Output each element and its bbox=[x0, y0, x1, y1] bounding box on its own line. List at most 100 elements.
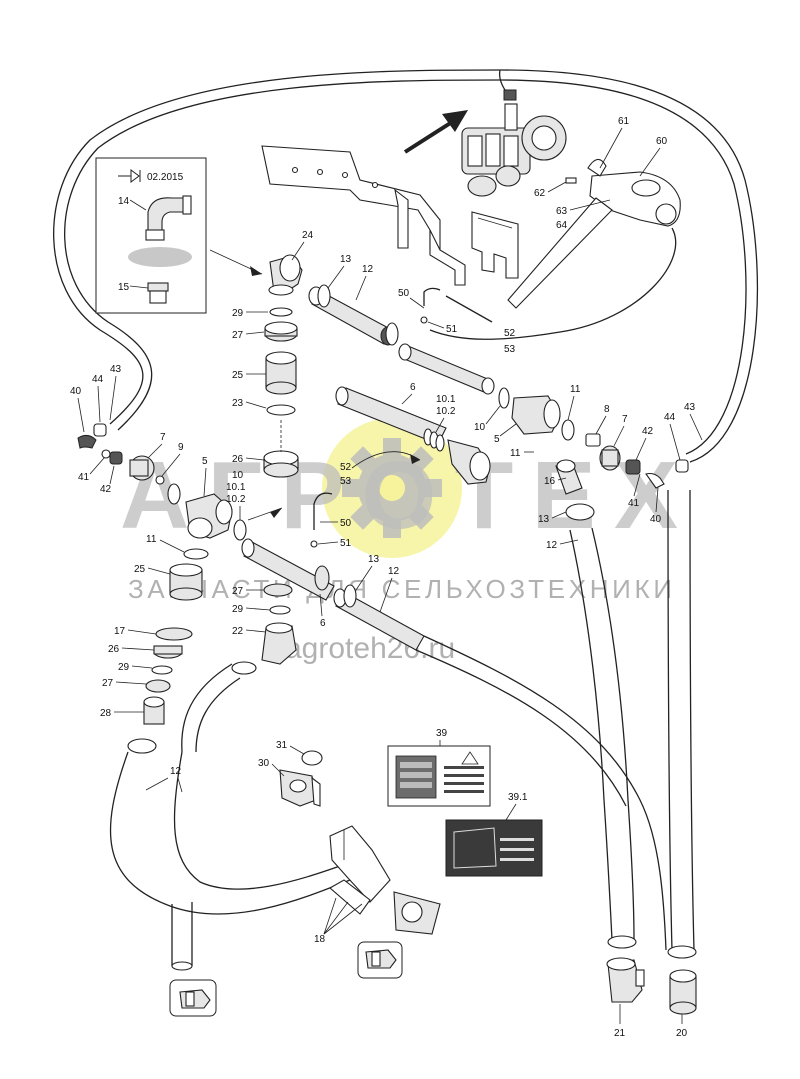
part-17-gasket bbox=[155, 627, 193, 641]
callout-6-upper: 6 bbox=[410, 382, 416, 393]
callout-10-right: 10 bbox=[474, 422, 486, 433]
callout-23: 23 bbox=[232, 398, 244, 409]
callout-29-lower: 29 bbox=[118, 662, 130, 673]
callout-29-mid: 29 bbox=[232, 604, 244, 615]
part-15-nipple bbox=[147, 282, 169, 304]
callout-22: 22 bbox=[232, 626, 244, 637]
callout-27-lower: 27 bbox=[102, 678, 114, 689]
callout-11-lower: 11 bbox=[146, 534, 157, 545]
part-29-oring-lower bbox=[151, 665, 173, 675]
callout-40-left: 40 bbox=[70, 386, 82, 397]
part-7-fitting-left bbox=[129, 455, 155, 481]
callout-51-lower: 51 bbox=[340, 538, 352, 549]
part-21-coupling bbox=[606, 957, 645, 1003]
callout-10-2-left: 10.2 bbox=[226, 494, 246, 505]
part-25-nipple bbox=[265, 351, 297, 395]
part-12-hose-left bbox=[109, 661, 351, 971]
callout-27-mid: 27 bbox=[232, 586, 244, 597]
callout-6-lower: 6 bbox=[320, 618, 326, 629]
part-10-orings bbox=[423, 428, 445, 452]
callout-9: 9 bbox=[178, 442, 184, 453]
callout-28: 28 bbox=[100, 708, 112, 719]
valve-holder-plate bbox=[471, 211, 519, 279]
callout-13-right: 13 bbox=[538, 514, 550, 525]
callout-42-right: 42 bbox=[642, 426, 654, 437]
callout-10-2-right: 10.2 bbox=[436, 406, 456, 417]
callout-31: 31 bbox=[276, 740, 288, 751]
part-41-oring-left bbox=[101, 449, 111, 459]
part-44-nut-left bbox=[93, 423, 107, 437]
part-13-clamp-upper bbox=[317, 284, 399, 346]
part-20-nipple bbox=[669, 969, 697, 1015]
watermark: АГРОТЕХ ЗАПЧАСТИ ДЛЯ СЕЛЬХОЗТЕХНИКИ agro… bbox=[120, 418, 678, 665]
part-50-pipe-lower bbox=[310, 492, 333, 548]
callout-15: 15 bbox=[118, 282, 130, 293]
part-42-fitting-left bbox=[109, 451, 123, 465]
callout-12-right: 12 bbox=[546, 540, 558, 551]
part-10-oring-left bbox=[233, 519, 247, 541]
part-5-tee-right bbox=[511, 395, 561, 435]
part-13-clamp-lower bbox=[343, 584, 357, 608]
callout-7-right: 7 bbox=[622, 414, 628, 425]
callout-43-right: 43 bbox=[684, 402, 696, 413]
part-23-oring bbox=[266, 404, 296, 416]
coupling-icon-box-mid bbox=[357, 941, 403, 979]
callout-40-right: 40 bbox=[650, 514, 662, 525]
callout-52-upper: 52 bbox=[504, 328, 516, 339]
part-8-fitting bbox=[585, 433, 601, 447]
inset-box: 02.2015 14 15 bbox=[95, 157, 207, 314]
callout-25-top: 25 bbox=[232, 370, 244, 381]
watermark-site: agroteh26.ru bbox=[285, 632, 455, 665]
part-5-tee-left bbox=[185, 493, 233, 539]
mounting-bracket bbox=[261, 145, 466, 286]
part-6-tube-right bbox=[398, 343, 495, 395]
direction-arrow-icon bbox=[403, 110, 468, 154]
part-30-flange bbox=[279, 769, 321, 807]
callout-27-top: 27 bbox=[232, 330, 244, 341]
callout-53-upper: 53 bbox=[504, 344, 516, 355]
part-14-elbow bbox=[145, 195, 192, 241]
part-26-nut-lower bbox=[153, 645, 183, 659]
part-29-oring-mid bbox=[269, 605, 291, 615]
callout-41-left: 41 bbox=[78, 472, 90, 483]
part-24-elbow bbox=[268, 254, 303, 296]
decal-39-1 bbox=[445, 819, 543, 877]
callout-62: 62 bbox=[534, 188, 546, 199]
callout-5-right: 5 bbox=[494, 434, 500, 445]
callout-64: 64 bbox=[556, 220, 568, 231]
part-28-nipple bbox=[143, 696, 165, 725]
part-26-nut bbox=[263, 450, 299, 478]
inset-date: 02.2015 bbox=[147, 172, 184, 183]
part-29-oring bbox=[269, 307, 293, 317]
callout-18: 18 bbox=[314, 934, 326, 945]
callout-12-upper: 12 bbox=[362, 264, 374, 275]
callout-42-left: 42 bbox=[100, 484, 112, 495]
hose-43-loop bbox=[53, 69, 759, 463]
part-27-nut bbox=[264, 321, 298, 342]
part-60-lever bbox=[429, 171, 681, 340]
part-6-tube-lower bbox=[241, 538, 335, 601]
part-62-screw bbox=[565, 177, 577, 184]
watermark-tagline: ЗАПЧАСТИ ДЛЯ СЕЛЬХОЗТЕХНИКИ bbox=[128, 574, 673, 604]
part-27-nut-lower bbox=[145, 679, 171, 693]
callout-16: 16 bbox=[544, 476, 556, 487]
callout-60: 60 bbox=[656, 136, 668, 147]
part-25-nipple-lower bbox=[169, 563, 203, 601]
part-31-oring bbox=[301, 750, 323, 766]
callout-30: 30 bbox=[258, 758, 270, 769]
callout-44-right: 44 bbox=[664, 412, 676, 423]
decal-39 bbox=[387, 745, 491, 807]
callout-20: 20 bbox=[676, 1028, 688, 1039]
callout-50-lower: 50 bbox=[340, 518, 352, 529]
callout-11-right: 11 bbox=[570, 384, 581, 395]
part-40-elbow-left bbox=[77, 434, 97, 449]
part-44-nut-right bbox=[675, 459, 689, 473]
part-9-oring bbox=[155, 475, 165, 485]
callout-13-lower: 13 bbox=[368, 554, 380, 565]
callout-41-right: 41 bbox=[628, 498, 640, 509]
part-10-oring-right bbox=[498, 387, 510, 409]
part-11-oring-right bbox=[561, 419, 575, 441]
callout-52-lower: 52 bbox=[340, 462, 352, 473]
part-40-elbow-right bbox=[645, 472, 665, 489]
callout-7-left: 7 bbox=[160, 432, 166, 443]
